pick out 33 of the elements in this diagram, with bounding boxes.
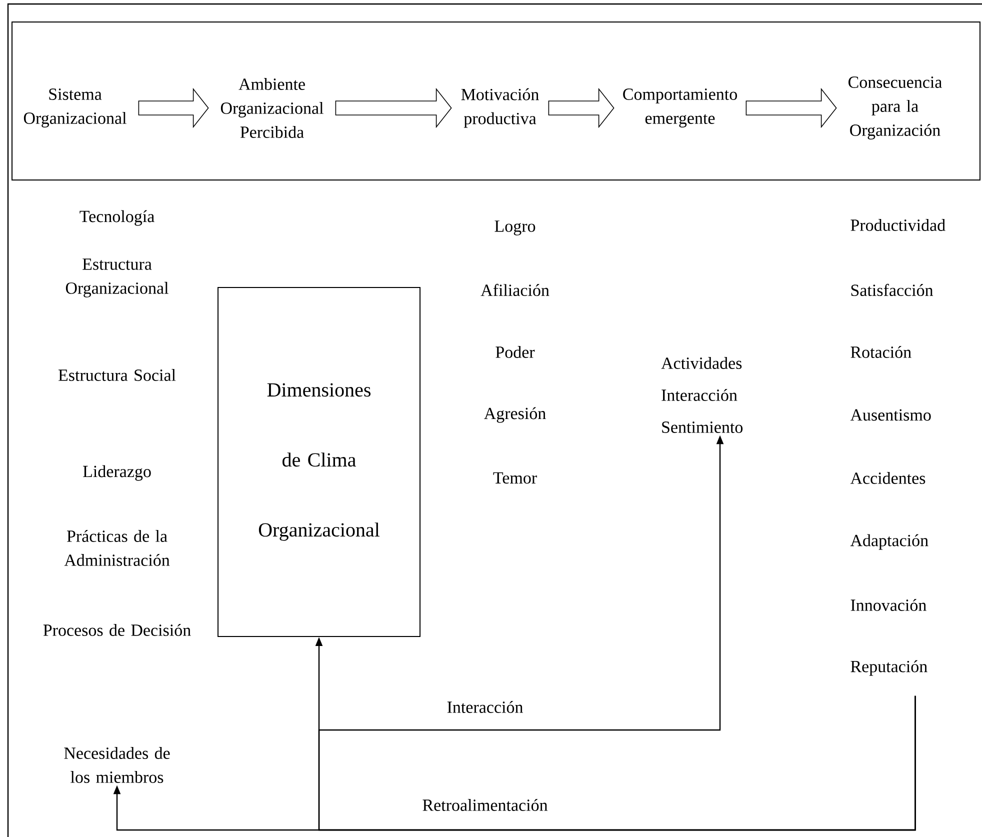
stage-text: Comportamiento emergente <box>623 88 737 128</box>
factor-text: Ausentismo <box>850 409 931 421</box>
edge-label: Retroalimentación <box>420 797 550 813</box>
factor-text: Adaptación <box>850 534 928 550</box>
stage-text: Motivación productiva <box>461 88 539 128</box>
factor-text: Agresión <box>484 407 546 423</box>
factor-text: Satisfacción <box>851 284 934 296</box>
factor-text: Prácticas de la Administración <box>64 530 170 566</box>
stage-text: Ambiente Organizacional Percibida <box>220 78 324 138</box>
factor-text: Innovación <box>850 598 926 611</box>
factor-text: Productividad <box>850 219 946 231</box>
block-arrow <box>138 88 209 128</box>
dimension-box: Dimensiones de Clima Organizacional <box>218 286 420 637</box>
factor-text: Poder <box>496 346 535 358</box>
factor-text: Temor <box>493 472 537 484</box>
factor-text: Tecnología <box>80 210 154 226</box>
edge-label: Interacción <box>444 699 526 715</box>
factor-text: Necesidades de los miembros <box>64 747 170 783</box>
factor-text: Reputación <box>850 660 928 676</box>
block-arrow <box>746 88 837 128</box>
factor-text: Estructura Social <box>58 369 176 381</box>
block-arrow <box>548 88 614 128</box>
factor-text: Afiliación <box>480 284 550 296</box>
factor-text: Estructura Organizacional <box>66 258 168 298</box>
block-arrow <box>335 88 452 128</box>
activity-text: Actividades Interacción Sentimiento <box>661 357 743 433</box>
factor-text: Logro <box>494 220 536 236</box>
stage-text: Consecuencia para la Organización <box>848 76 942 140</box>
factor-text: Rotación <box>850 346 912 358</box>
factor-text: Accidentes <box>850 472 926 484</box>
factor-text: Procesos de Decisión <box>43 624 191 636</box>
factor-text: Liderazgo <box>83 465 151 481</box>
stage-text: Sistema Organizacional <box>24 88 126 128</box>
